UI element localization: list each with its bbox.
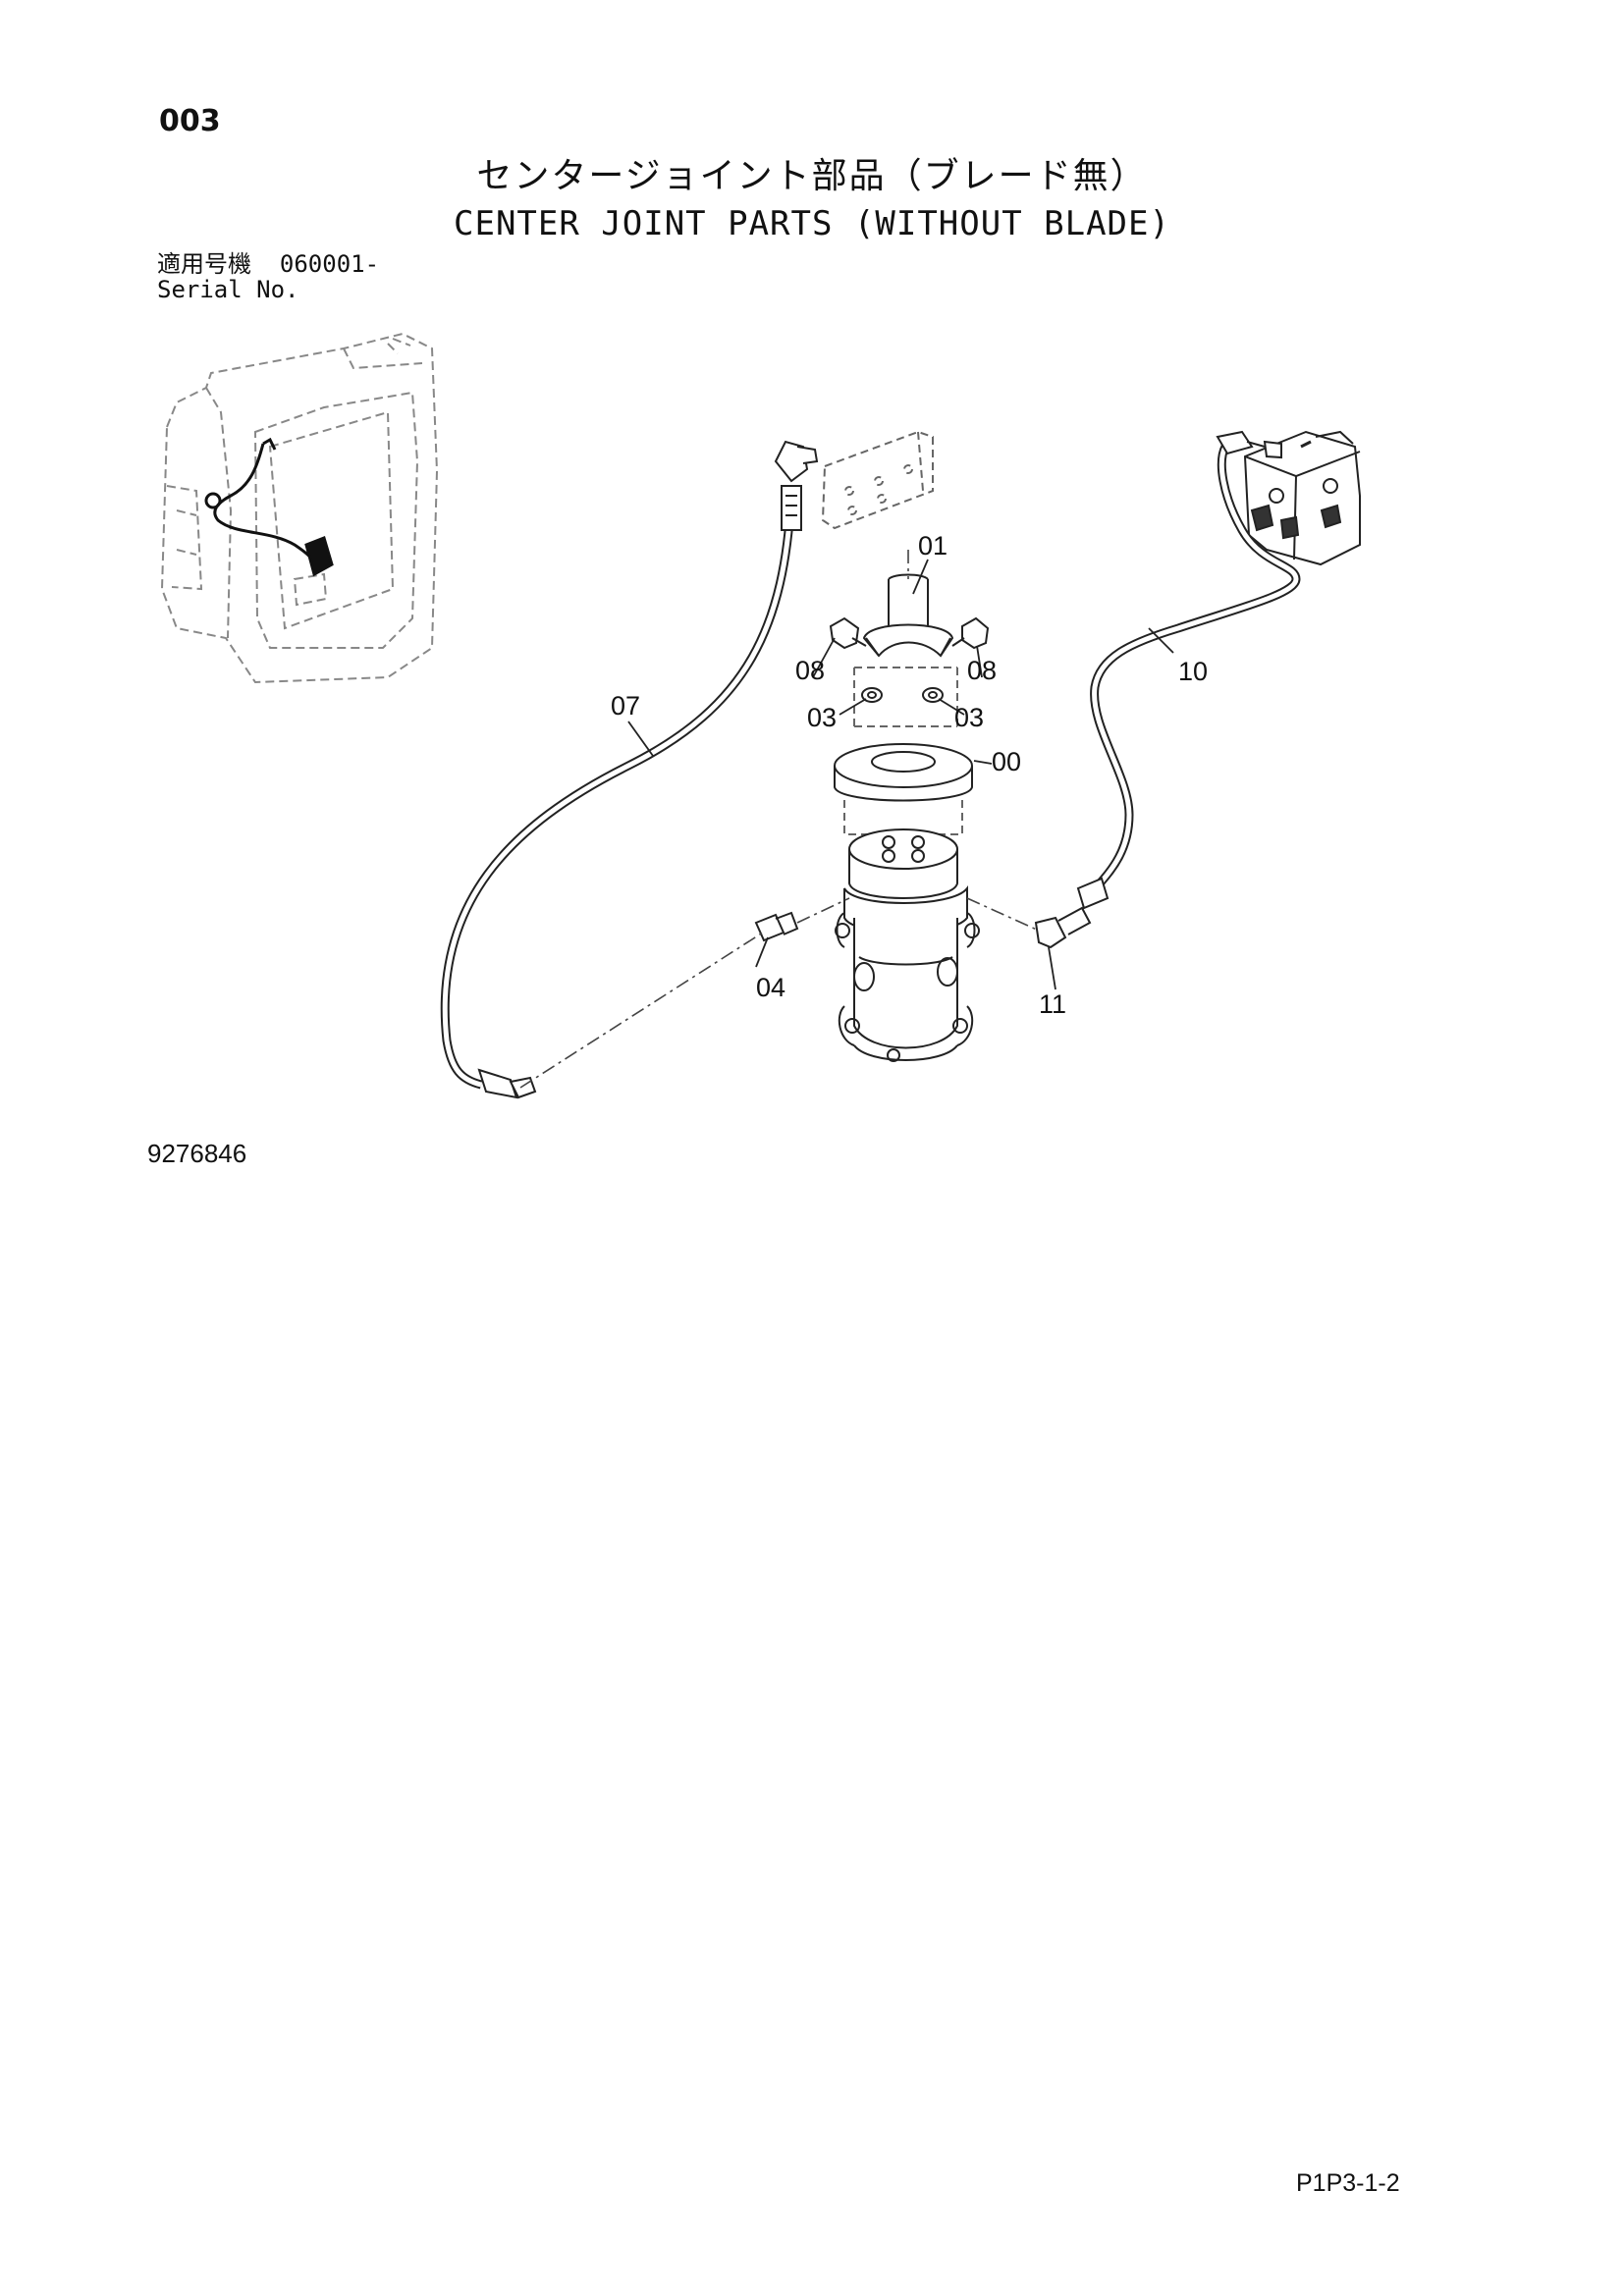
leader-lines bbox=[627, 559, 1174, 990]
machine-location-thumbnail bbox=[160, 332, 439, 684]
serial-label-jp: 適用号機 bbox=[157, 250, 251, 278]
serial-value: 060001- bbox=[279, 250, 380, 278]
hose-07 bbox=[440, 440, 819, 1099]
callout-03-right: 03 bbox=[954, 703, 984, 732]
callout-08-left: 08 bbox=[795, 656, 825, 685]
parts-diagram: 01 08 08 03 03 00 07 10 04 11 bbox=[160, 332, 1361, 1099]
page-title-en: CENTER JOINT PARTS (WITHOUT BLADE) bbox=[454, 204, 1170, 243]
callout-labels: 01 08 08 03 03 00 07 10 04 11 bbox=[611, 531, 1208, 1019]
assembly-centerlines bbox=[519, 550, 1040, 1089]
callout-04: 04 bbox=[756, 973, 785, 1002]
valve-block bbox=[1243, 430, 1361, 566]
serial-info: 適用号機 060001- Serial No. bbox=[157, 251, 379, 302]
fitting-04 bbox=[754, 911, 799, 942]
hose-10 bbox=[1076, 430, 1301, 910]
drawing-number: 9276846 bbox=[147, 1139, 247, 1168]
callout-07: 07 bbox=[611, 691, 640, 721]
page-number: 003 bbox=[159, 104, 221, 138]
page-title-jp: センタージョイント部品（ブレード無） bbox=[476, 156, 1148, 196]
page-code: P1P3-1-2 bbox=[1296, 2169, 1400, 2197]
callout-08-right: 08 bbox=[967, 656, 997, 685]
center-joint-assembly bbox=[829, 573, 990, 1062]
callout-03-left: 03 bbox=[807, 703, 837, 732]
serial-label-en: Serial No. bbox=[157, 276, 299, 303]
callout-01: 01 bbox=[918, 531, 947, 561]
mounting-plate bbox=[821, 430, 934, 530]
callout-10: 10 bbox=[1178, 657, 1208, 686]
callout-00: 00 bbox=[992, 747, 1021, 776]
callout-11: 11 bbox=[1039, 989, 1066, 1019]
elbow-fitting-11 bbox=[1034, 906, 1092, 949]
